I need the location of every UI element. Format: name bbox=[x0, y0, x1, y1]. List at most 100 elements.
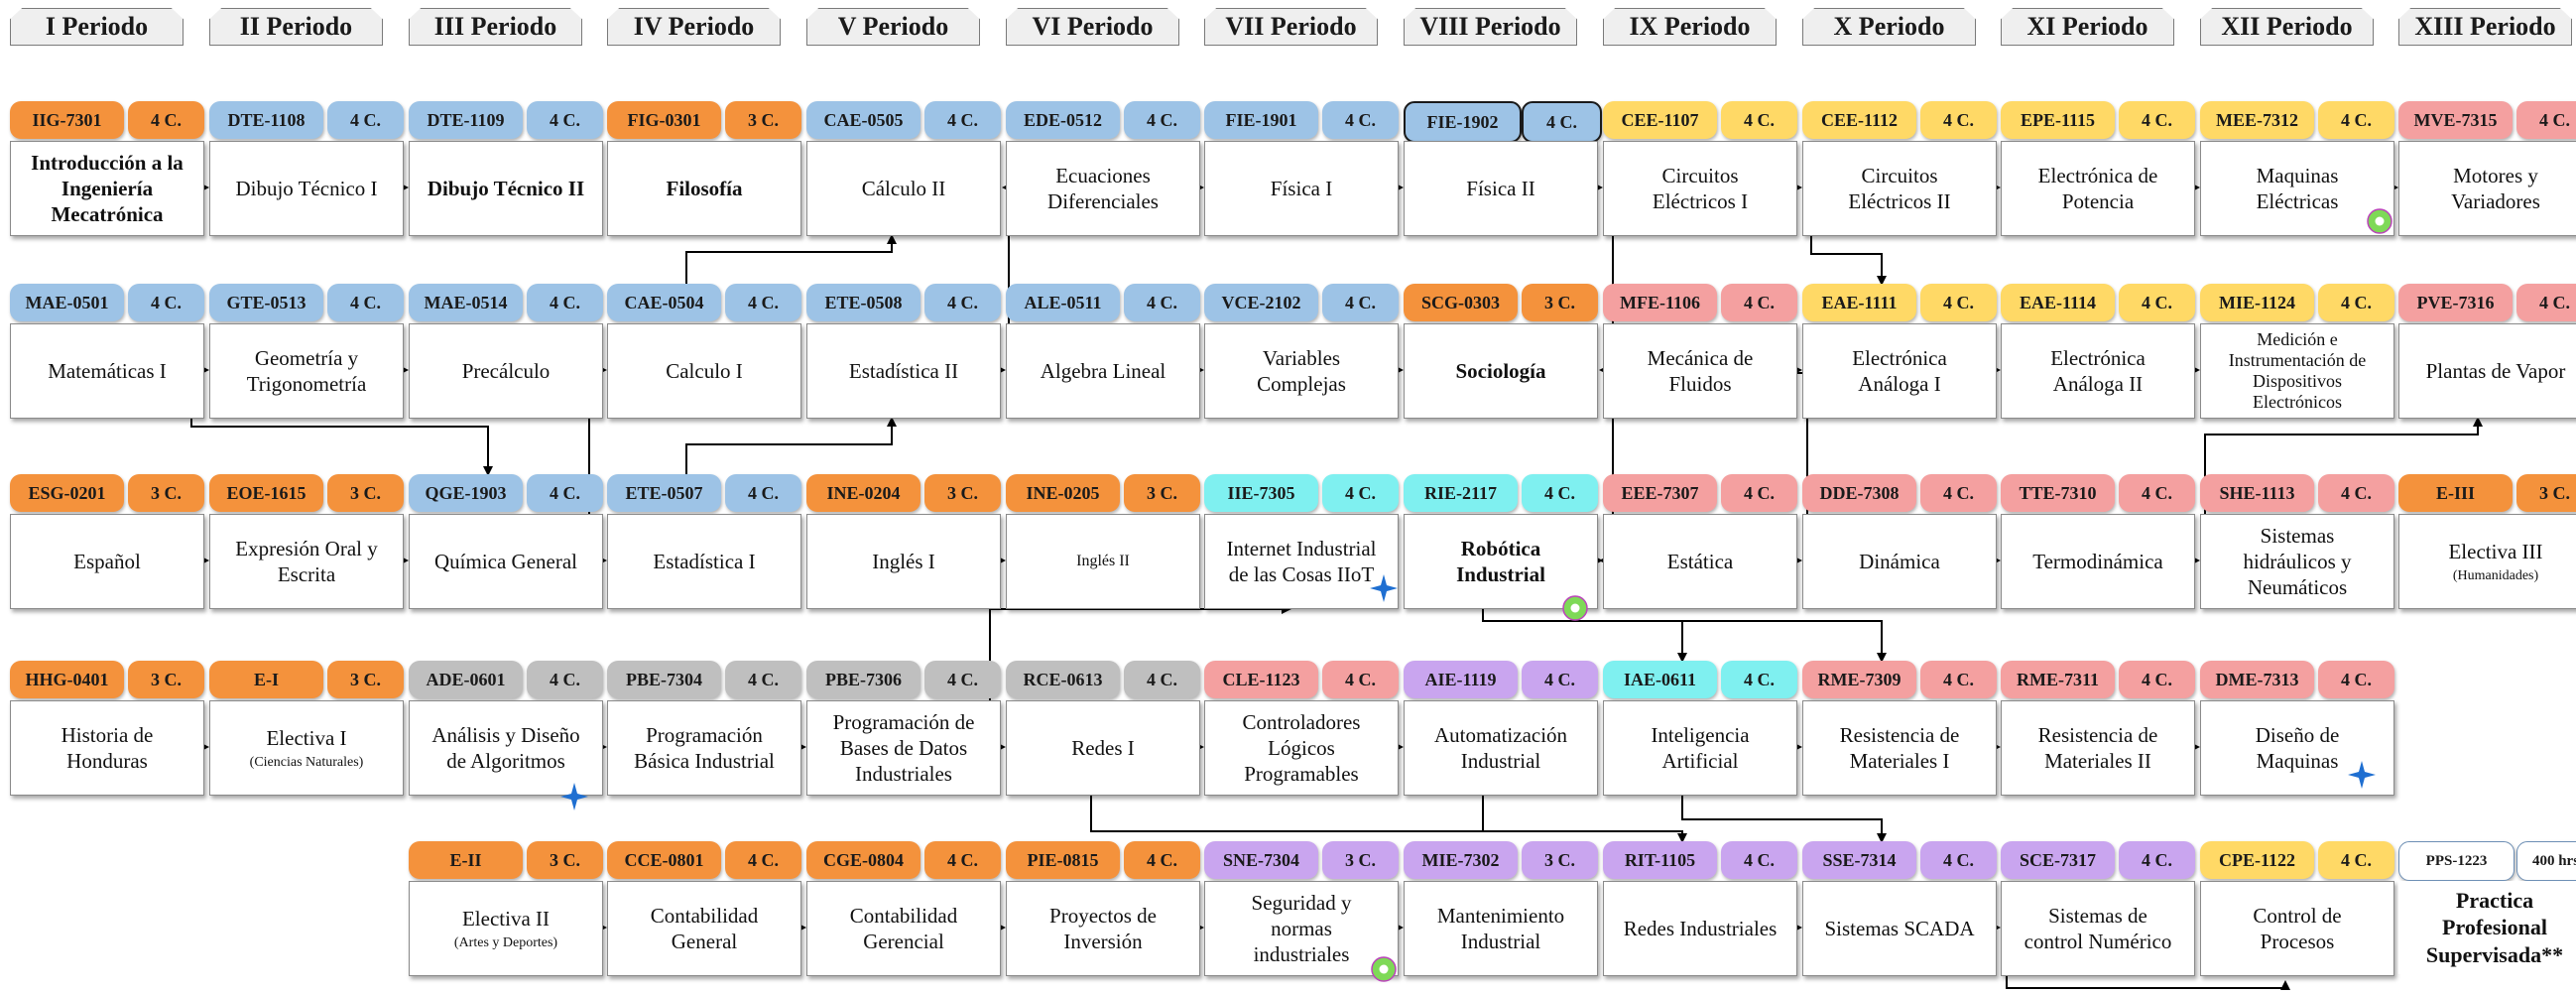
period-header-12: XII Periodo bbox=[2200, 8, 2374, 46]
course-code: SCG-0303 bbox=[1404, 284, 1518, 321]
course-code: EAE-1114 bbox=[2001, 284, 2115, 321]
course-name-line: Inglés I bbox=[872, 549, 935, 573]
course-code: IIG-7301 bbox=[10, 101, 124, 139]
course-name-line: Historia de bbox=[61, 722, 154, 747]
course-name-line: Industrial bbox=[1456, 562, 1545, 586]
course-code: AIE-1119 bbox=[1404, 661, 1518, 698]
course-credits: 4 C. bbox=[1322, 101, 1399, 139]
course-credits: 4 C. bbox=[527, 101, 603, 139]
course-body: Química General bbox=[409, 514, 603, 609]
blue-star-icon bbox=[2348, 761, 2376, 789]
course-code: RME-7309 bbox=[1802, 661, 1916, 698]
course-name-line: Diseño de bbox=[2255, 722, 2340, 747]
course-body: Dinámica bbox=[1802, 514, 1997, 609]
course-credits: 4 C. bbox=[2119, 101, 2195, 139]
course-name-line: Neumáticos bbox=[2247, 575, 2348, 600]
course-code: CPE-1122 bbox=[2200, 841, 2314, 879]
course-credits: 4 C. bbox=[327, 101, 404, 139]
course-name-line: Eléctricas bbox=[2256, 189, 2339, 213]
course-body: Redes I bbox=[1006, 700, 1200, 796]
course-code: TTE-7310 bbox=[2001, 474, 2115, 512]
course-code: SNE-7304 bbox=[1204, 841, 1318, 879]
course-name-line: Electiva II bbox=[461, 906, 551, 931]
course-name-line: Dispositivos bbox=[2252, 371, 2343, 391]
course-body: Filosofía bbox=[607, 141, 801, 236]
course-credits: 4 C. bbox=[2516, 284, 2576, 321]
period-header-1: I Periodo bbox=[10, 8, 184, 46]
course-credits: 4 C. bbox=[1721, 661, 1797, 698]
course-credits: 4 C. bbox=[2318, 841, 2394, 879]
course-credits: 3 C. bbox=[327, 661, 404, 698]
course-code: E-I bbox=[209, 661, 323, 698]
green-ring-icon bbox=[1371, 956, 1397, 982]
